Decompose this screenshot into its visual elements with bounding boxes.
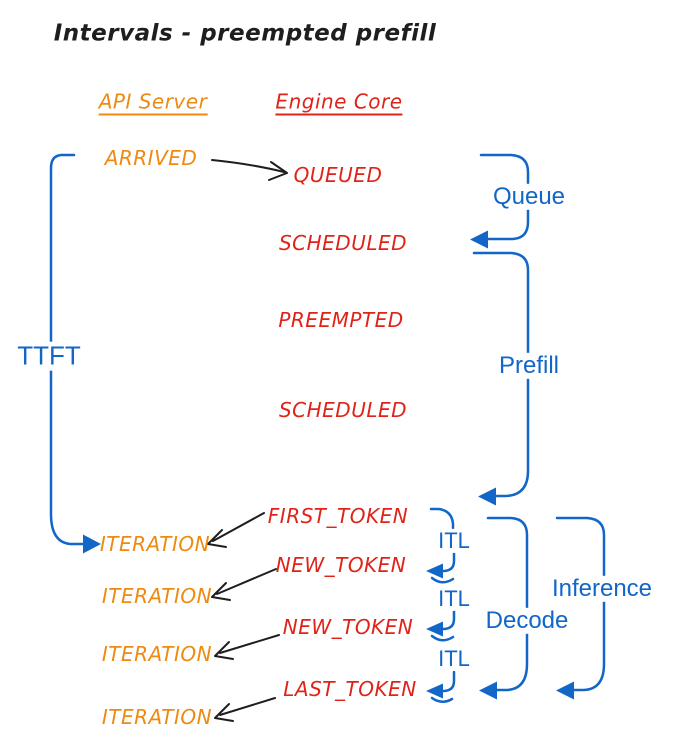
itl-3-bottom-curl	[430, 696, 454, 703]
arrow-new-token-1-to-iteration	[211, 568, 277, 601]
inference-bracket	[555, 516, 606, 692]
interval-label-itl-1: ITL	[433, 528, 475, 554]
prefill-arrowhead-icon	[478, 487, 496, 506]
itl-2-arrow-tail	[441, 609, 456, 631]
arrowhead-icon	[207, 529, 227, 548]
arrowhead-icon	[214, 703, 234, 722]
itl-3-top-hook	[430, 634, 455, 642]
column-header-api-server: API Server	[98, 89, 208, 116]
event-new-token-1: NEW_TOKEN	[275, 553, 407, 577]
itl-2-arrowhead-icon	[426, 621, 443, 637]
interval-label-inference: Inference	[546, 575, 658, 603]
ttft-arrowhead-icon	[83, 534, 101, 554]
interval-label-itl-3: ITL	[433, 646, 475, 672]
itl-2-top-hook	[430, 576, 455, 584]
column-header-engine-core: Engine Core	[275, 89, 403, 116]
event-queued: QUEUED	[293, 163, 383, 187]
event-new-token-2: NEW_TOKEN	[282, 615, 414, 639]
decode-arrowhead-icon	[479, 681, 497, 700]
interval-label-prefill: Prefill	[493, 352, 565, 380]
ttft-bracket	[49, 153, 85, 546]
interval-label-ttft: TTFT	[12, 342, 86, 371]
event-scheduled-1: SCHEDULED	[278, 231, 408, 255]
event-arrived: ARRIVED	[104, 146, 198, 170]
diagram-title: Intervals - preempted prefill	[53, 20, 437, 47]
event-iteration-2: ITERATION	[101, 584, 213, 608]
event-iteration-4: ITERATION	[101, 705, 213, 729]
event-preempted: PREEMPTED	[278, 308, 404, 332]
arrow-new-token-2-to-iteration	[214, 634, 280, 660]
queue-arrowhead-icon	[470, 230, 488, 249]
arrowhead-icon	[211, 582, 231, 601]
arrow-arrived-to-queued	[211, 159, 288, 181]
inference-arrowhead-icon	[556, 681, 574, 700]
arrow-first-token-to-iteration	[207, 512, 265, 548]
event-first-token: FIRST_TOKEN	[267, 504, 409, 528]
decode-bracket	[486, 516, 529, 692]
arrowhead-icon	[268, 161, 288, 181]
arrow-last-token-to-iteration	[214, 697, 276, 722]
event-iteration-1: ITERATION	[99, 532, 211, 556]
event-iteration-3: ITERATION	[101, 642, 213, 666]
interval-label-queue: Queue	[487, 183, 571, 211]
event-scheduled-2: SCHEDULED	[278, 398, 408, 422]
itl-3-arrowhead-icon	[426, 683, 443, 699]
arrowhead-icon	[214, 641, 234, 660]
itl-1-arrow-tail	[441, 551, 456, 573]
interval-label-itl-2: ITL	[433, 586, 475, 612]
event-last-token: LAST_TOKEN	[283, 677, 417, 701]
itl-1-top-hook	[429, 507, 455, 530]
itl-1-arrowhead-icon	[426, 563, 443, 579]
itl-3-arrow-tail	[441, 670, 456, 693]
interval-label-decode: Decode	[480, 607, 574, 635]
